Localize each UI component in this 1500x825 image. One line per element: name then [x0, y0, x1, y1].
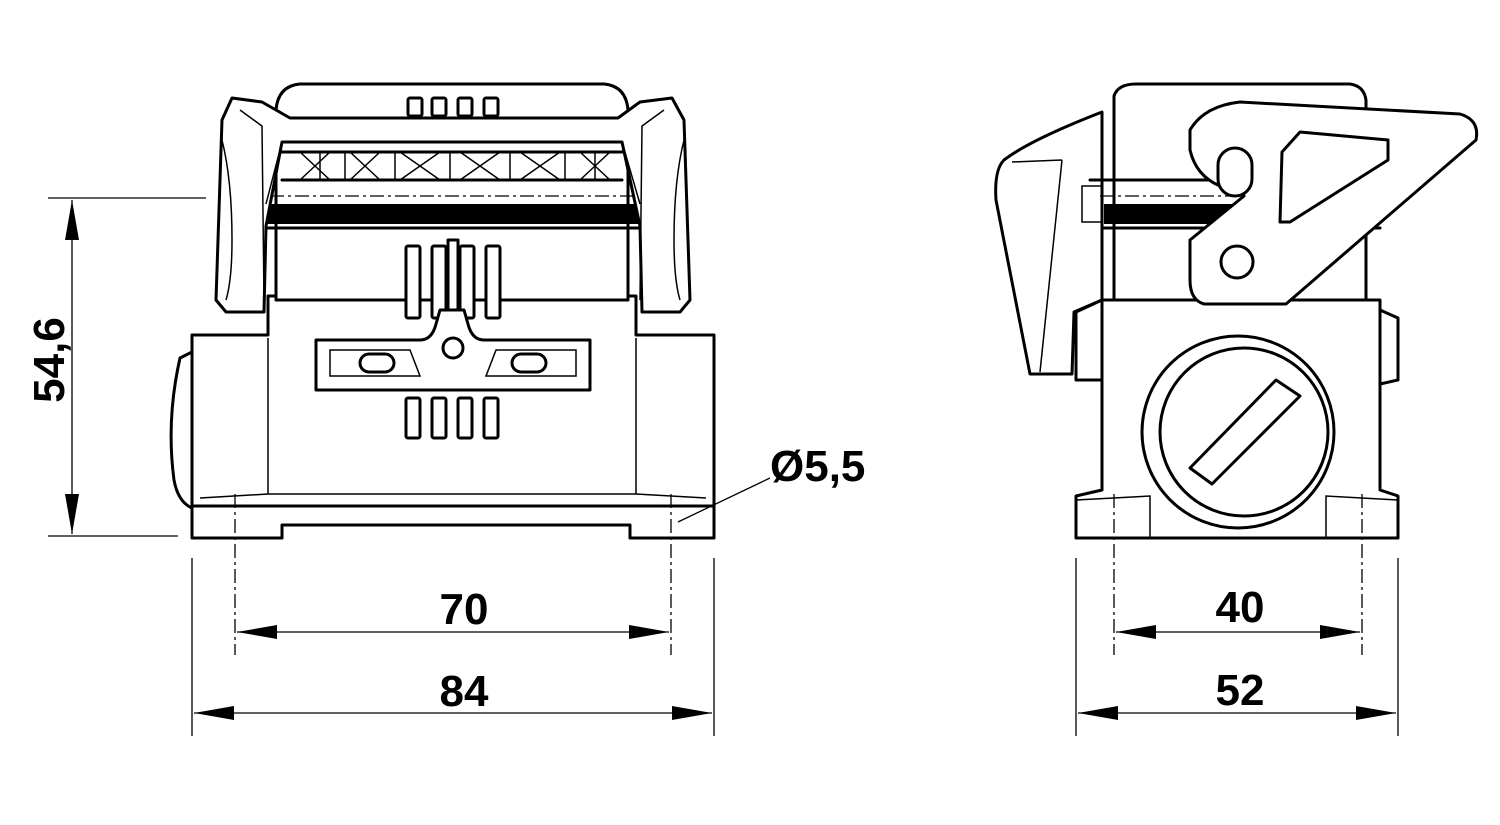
front-view: [169, 82, 716, 655]
side-width-label: 52: [1216, 666, 1265, 715]
front-width-label: 84: [440, 667, 489, 716]
side-cable-gland: [1140, 334, 1336, 530]
hole-diameter-label: Ø5,5: [770, 442, 865, 491]
front-locking-lattice: [264, 150, 642, 230]
side-locking-lever: [1188, 100, 1479, 306]
front-hole-spacing-label: 70: [440, 585, 489, 634]
front-locking-lever: [214, 96, 692, 314]
side-hole-spacing-label: 40: [1216, 583, 1265, 632]
side-view: [994, 82, 1479, 655]
dimension-lines: [48, 197, 1399, 736]
front-side-bulge: [169, 350, 194, 510]
height-dimension-label: 54,6: [25, 317, 74, 403]
